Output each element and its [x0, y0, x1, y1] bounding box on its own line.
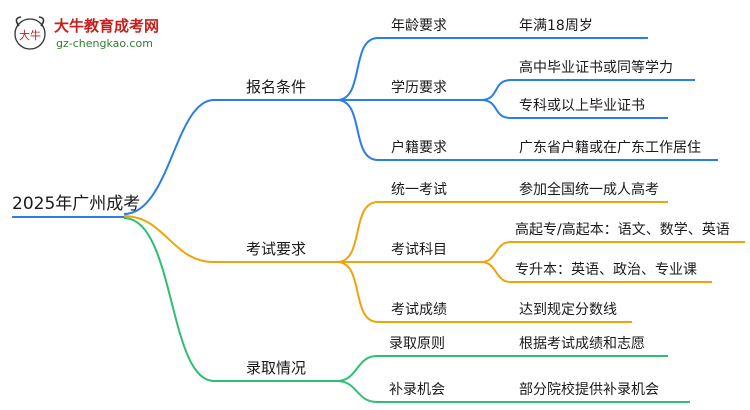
leaf-supplementary: 部分院校提供补录机会 — [519, 381, 659, 398]
leaf-education-2: 专科或以上毕业证书 — [519, 98, 645, 114]
sub-node-age: 年龄要求 — [391, 18, 447, 34]
sub-node-supplementary: 补录机会 — [389, 382, 445, 398]
connector-root-registration — [123, 99, 215, 215]
logo-mark-text: 大牛 — [19, 28, 41, 42]
logo-title: 大牛教育成考网 — [54, 17, 159, 35]
branch-label: 录取情况 — [246, 359, 306, 377]
leaf-subjects-1: 高起专/高起本：语文、数学、英语 — [515, 221, 730, 238]
branch-label: 报名条件 — [246, 78, 306, 96]
root-node: 2025年广州成考 — [12, 194, 140, 214]
branch-exam: 考试要求 统一考试 参加全国统一成人高考 考试科目 高起专/高起本：语文、数学、… — [123, 181, 745, 323]
leaf-unified-exam: 参加全国统一成人高考 — [519, 181, 659, 198]
leaf-residence: 广东省户籍或在广东工作居住 — [519, 139, 701, 156]
leaf-education-1: 高中毕业证书或同等学力 — [519, 59, 673, 76]
site-logo[interactable]: 大牛 大牛教育成考网 gz-chengkao.com — [14, 16, 159, 50]
connector-root-exam — [123, 215, 215, 263]
branch-registration: 报名条件 年龄要求 年满18周岁 学历要求 高中毕业证书或同等学力 专科或以上毕… — [123, 18, 718, 215]
connector-root-admission — [123, 217, 215, 382]
leaf-subjects-2: 专升本：英语、政治、专业课 — [515, 261, 697, 278]
leaf-age: 年满18周岁 — [519, 18, 593, 34]
sub-node-education: 学历要求 — [391, 80, 447, 96]
branch-admission: 录取情况 录取原则 根据考试成绩和志愿 补录机会 部分院校提供补录机会 — [123, 217, 690, 403]
branch-label: 考试要求 — [246, 240, 306, 258]
logo-url: gz-chengkao.com — [56, 37, 153, 50]
sub-node-unified-exam: 统一考试 — [391, 182, 447, 198]
sub-node-residence: 户籍要求 — [391, 139, 447, 156]
sub-node-admission-principle: 录取原则 — [389, 336, 445, 352]
sub-node-subjects: 考试科目 — [391, 242, 447, 258]
bull-logo-icon: 大牛 — [14, 16, 46, 50]
leaf-admission-principle: 根据考试成绩和志愿 — [519, 336, 645, 352]
leaf-score: 达到规定分数线 — [519, 302, 617, 318]
sub-node-score: 考试成绩 — [391, 302, 447, 318]
